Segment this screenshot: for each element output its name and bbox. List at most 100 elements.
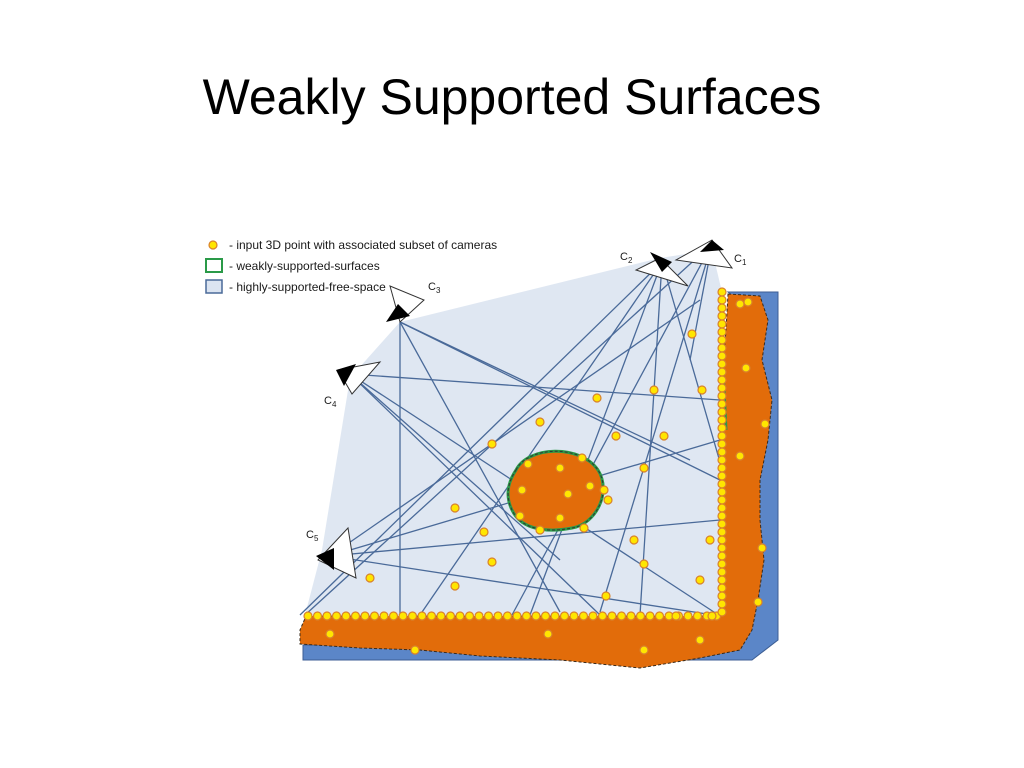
input-3d-point: [483, 611, 494, 621]
input-3d-point: [717, 551, 727, 561]
input-3d-point: [555, 513, 565, 523]
input-3d-point: [578, 611, 589, 621]
input-3d-point: [683, 611, 693, 621]
input-3d-point: [517, 485, 527, 495]
input-3d-point: [597, 611, 608, 621]
input-3d-point: [695, 635, 705, 645]
input-3d-point: [753, 597, 763, 607]
camera-ray: [299, 261, 663, 616]
input-3d-point: [760, 419, 770, 429]
input-3d-point: [607, 611, 617, 621]
camera-c4-label: C4: [324, 395, 337, 409]
input-3d-point: [611, 431, 621, 441]
input-3d-point: [555, 463, 565, 473]
input-3d-point: [577, 453, 587, 463]
camera-c1-frustum: [674, 239, 734, 269]
input-3d-point: [717, 543, 727, 553]
input-3d-point: [445, 611, 456, 621]
input-3d-point: [585, 481, 595, 491]
input-3d-point: [717, 351, 727, 361]
legend-free-space-symbol: [205, 279, 223, 294]
camera-ray: [399, 321, 691, 461]
input-3d-point: [687, 329, 697, 339]
input-3d-point: [312, 611, 323, 621]
input-3d-point: [569, 611, 579, 621]
camera-c4-center: [336, 364, 356, 386]
input-3d-point: [639, 645, 649, 655]
input-3d-point: [707, 611, 717, 621]
camera-c1-label: C1: [734, 253, 747, 267]
input-3d-point: [697, 385, 707, 395]
camera-c5-frustum: [317, 526, 357, 579]
input-3d-point: [695, 575, 705, 585]
input-3d-point: [717, 455, 727, 465]
input-3d-point: [639, 559, 649, 569]
input-3d-point: [487, 439, 497, 449]
input-3d-point: [493, 611, 503, 621]
input-3d-point: [717, 439, 727, 449]
input-3d-point: [322, 611, 332, 621]
input-3d-point: [717, 431, 727, 441]
camera-ray: [329, 519, 721, 557]
input-3d-point: [417, 611, 427, 621]
input-3d-point: [717, 367, 727, 377]
input-3d-point: [512, 611, 522, 621]
camera-c1: C1: [674, 239, 747, 269]
input-3d-point: [671, 611, 681, 621]
camera-ray: [349, 373, 601, 616]
input-3d-points: [303, 287, 770, 655]
input-3d-point: [540, 611, 551, 621]
input-3d-point: [717, 519, 727, 529]
legend-weak-symbol: [205, 258, 223, 273]
input-3d-point: [649, 385, 659, 395]
camera-c5: C5: [306, 526, 357, 579]
input-3d-point: [717, 503, 727, 513]
input-3d-point: [635, 611, 646, 621]
input-3d-point: [369, 611, 380, 621]
input-3d-point: [515, 511, 525, 521]
input-3d-point: [654, 611, 665, 621]
input-3d-point: [717, 487, 727, 497]
input-3d-point: [717, 471, 727, 481]
input-3d-point: [757, 543, 767, 553]
input-3d-point: [717, 527, 727, 537]
input-3d-point: [502, 611, 513, 621]
camera-ray: [639, 261, 663, 616]
slide-title: Weakly Supported Surfaces: [202, 69, 822, 125]
input-3d-point: [717, 599, 727, 609]
input-3d-point: [410, 645, 420, 655]
input-3d-point: [717, 311, 727, 321]
input-3d-point: [563, 489, 573, 499]
input-3d-point: [717, 383, 727, 393]
input-3d-point: [450, 581, 460, 591]
camera-c2: C2: [620, 251, 689, 287]
legend-point-label: - input 3D point with associated subset …: [229, 238, 497, 252]
input-3d-point: [407, 611, 418, 621]
input-3d-point: [455, 611, 465, 621]
input-3d-point: [626, 611, 636, 621]
input-3d-point: [743, 297, 753, 307]
input-3d-point: [717, 511, 727, 521]
input-3d-point: [717, 399, 727, 409]
input-3d-point: [601, 591, 611, 601]
camera-c2-center: [650, 252, 672, 272]
input-3d-point: [717, 423, 727, 433]
input-3d-point: [717, 567, 727, 577]
camera-ray: [419, 261, 663, 616]
legend-weak-label: - weakly-supported-surfaces: [229, 259, 380, 273]
input-3d-point: [717, 479, 727, 489]
input-3d-point: [535, 417, 545, 427]
camera-c1-center: [700, 240, 724, 252]
camera-c5-label: C5: [306, 529, 319, 543]
camera-ray: [399, 321, 561, 613]
camera-c3: C3: [386, 281, 441, 323]
camera-ray: [529, 261, 663, 616]
input-3d-point: [535, 525, 545, 535]
input-3d-point: [360, 611, 370, 621]
input-3d-point: [741, 363, 751, 373]
input-3d-point: [426, 611, 437, 621]
input-3d-point: [479, 527, 489, 537]
input-3d-point: [365, 573, 375, 583]
input-3d-point: [388, 611, 399, 621]
